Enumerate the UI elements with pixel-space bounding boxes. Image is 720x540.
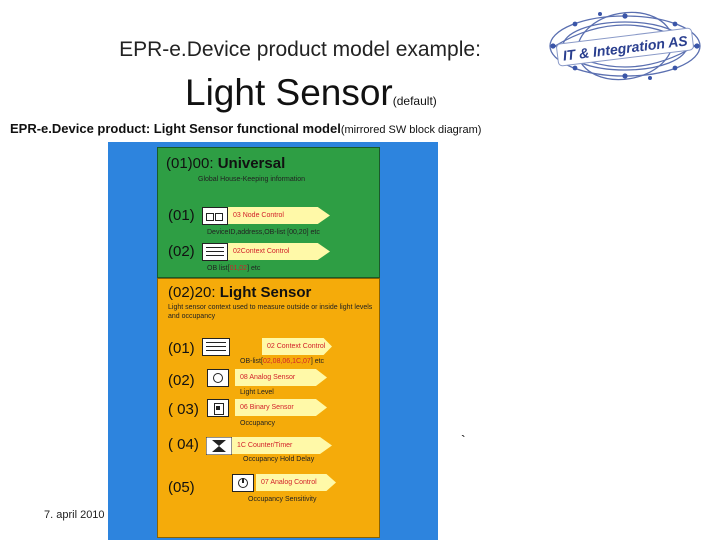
analog-control-label: 07 Analog Control	[261, 479, 317, 486]
counter-timer-block: 1C Counter/Timer	[232, 437, 332, 454]
counter-timer-icon	[206, 437, 232, 455]
product-name: Light Sensor(default)	[185, 72, 437, 114]
sensor-oblist-caption-post: ] etc	[310, 358, 325, 365]
company-logo: IT & Integration AS	[549, 11, 701, 81]
universal-title-name: Universal	[217, 155, 286, 172]
product-name-text: Light Sensor	[185, 72, 393, 113]
sensor-block-1-index: (01)	[168, 340, 195, 357]
analog-sensor-caption: Light Level	[240, 389, 274, 396]
analog-control-caption: Occupancy Sensitivity	[248, 496, 317, 503]
analog-sensor-icon	[207, 369, 229, 387]
slide-date: 7. april 2010	[44, 509, 105, 521]
binary-sensor-icon	[207, 399, 229, 417]
sensor-block-2-index: (02)	[168, 372, 195, 389]
sensor-oblist-caption-red: 02,08,06,1C,07	[262, 358, 311, 365]
context-control-icon	[202, 338, 230, 356]
node-control-block: 03 Node Control	[228, 207, 330, 224]
analog-control-icon	[232, 474, 254, 492]
universal-oblist-caption-post: ] etc	[247, 265, 261, 272]
node-control-label: 03 Node Control	[233, 212, 284, 219]
analog-sensor-block: 08 Analog Sensor	[235, 369, 327, 386]
sensor-context-control-label: 02 Context Control	[267, 343, 326, 350]
model-subtitle-note: (mirrored SW block diagram)	[340, 124, 482, 136]
light-sensor-description: Light sensor context used to measure out…	[168, 304, 373, 320]
product-suffix: (default)	[392, 94, 437, 108]
universal-oblist-caption-pre: OB list[	[207, 265, 230, 272]
binary-sensor-caption: Occupancy	[240, 420, 276, 427]
analog-sensor-label: 08 Analog Sensor	[240, 374, 296, 381]
slide-title: EPR-e.Device product model example:	[119, 38, 481, 61]
sensor-oblist-caption: OB-list[02,08,06,1C,07] etc	[240, 358, 324, 365]
binary-sensor-label: 06 Binary Sensor	[240, 404, 294, 411]
sensor-block-5-index: (05)	[168, 479, 195, 496]
sensor-block-4-index: ( 04)	[168, 436, 199, 453]
sensor-oblist-caption-pre: OB-list[	[240, 358, 263, 365]
sensor-context-control-block: 02 Context Control	[262, 338, 332, 355]
analog-control-block: 07 Analog Control	[256, 474, 336, 491]
universal-oblist-caption-red: 01,02	[229, 265, 248, 272]
context-control-icon	[202, 243, 228, 261]
light-sensor-title-prefix: (02)20:	[168, 284, 216, 301]
universal-title-prefix: (01)00:	[166, 155, 214, 172]
counter-timer-caption: Occupancy Hold Delay	[243, 456, 315, 463]
node-control-icon	[202, 207, 228, 225]
universal-block-2-index: (02)	[168, 243, 195, 260]
light-sensor-title: (02)20: Light Sensor	[168, 284, 311, 301]
universal-oblist-caption: OB list[01,02] etc	[207, 265, 260, 272]
model-subtitle: EPR-e.Device product: Light Sensor funct…	[10, 121, 481, 136]
universal-context-control-block: 02Context Control	[228, 243, 330, 260]
light-sensor-title-name: Light Sensor	[219, 284, 312, 301]
model-subtitle-text: EPR-e.Device product: Light Sensor funct…	[10, 121, 341, 136]
universal-block-1-index: (01)	[168, 207, 195, 224]
node-control-caption: DeviceID,address,OB-list [00,20] etc	[207, 229, 320, 236]
stray-mark: `	[461, 432, 466, 448]
sensor-block-3-index: ( 03)	[168, 401, 199, 418]
counter-timer-label: 1C Counter/Timer	[237, 442, 293, 449]
universal-title: (01)00: Universal	[166, 155, 285, 172]
universal-description: Global House-Keeping information	[198, 176, 306, 183]
universal-context-control-label: 02Context Control	[233, 248, 290, 255]
binary-sensor-block: 06 Binary Sensor	[235, 399, 327, 416]
